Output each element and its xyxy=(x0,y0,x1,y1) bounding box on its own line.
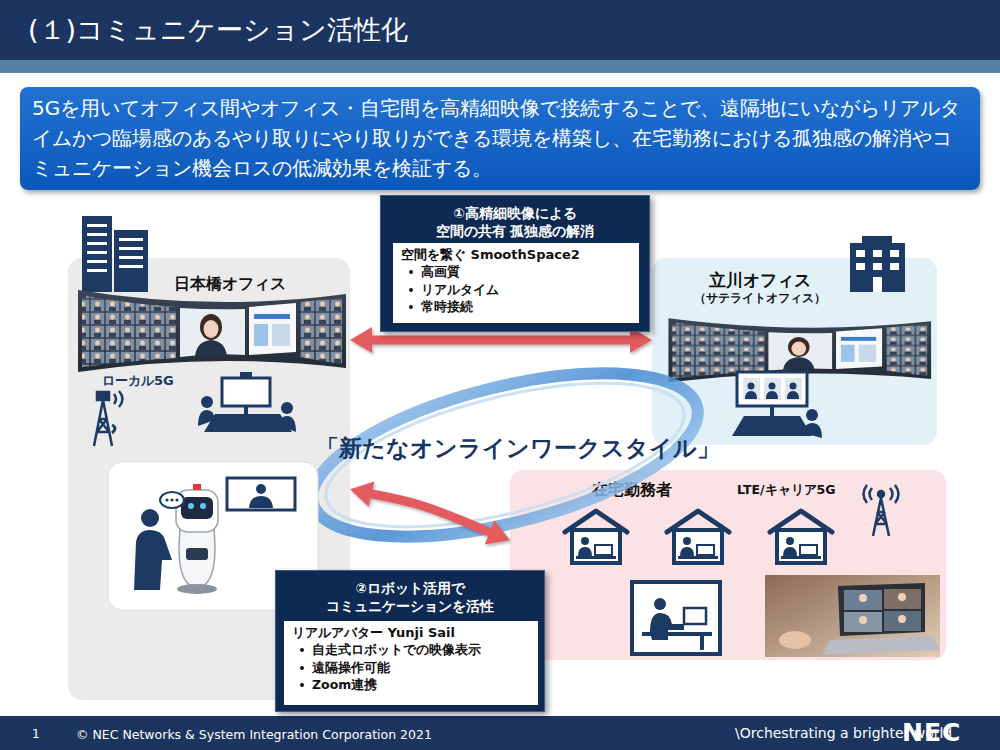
office-name: 日本橋オフィス xyxy=(174,274,286,295)
office-name: 立川オフィス xyxy=(680,269,840,292)
slide-title: (１)コミュニケーション活性化 xyxy=(28,12,408,48)
office-region: 立川オフィス（サテライトオフィス） xyxy=(652,258,937,445)
logo-text: NEC xyxy=(902,718,961,747)
arrow-head xyxy=(350,481,374,506)
footer-band xyxy=(0,716,1000,750)
copyright: © NEC Networks & System Integration Corp… xyxy=(76,727,432,742)
office-building xyxy=(856,250,865,257)
region-name: 在宅勤務者 xyxy=(592,480,672,501)
office-building xyxy=(862,236,892,244)
feature-item: Zoom連携 xyxy=(292,676,530,694)
arrow-head xyxy=(350,327,372,353)
office-building xyxy=(87,224,107,227)
office-building xyxy=(873,250,882,257)
header-stripe xyxy=(0,60,1000,73)
office-building xyxy=(119,238,143,241)
callout-box: ①高精細映像による 空間の共有 孤独感の解消空間を繋ぐ SmoothSpace2… xyxy=(380,195,650,332)
feature-item: 常時接続 xyxy=(401,298,631,316)
feature-item: 自走式ロボットでの映像表示 xyxy=(292,641,530,659)
page-number: 1 xyxy=(32,727,40,741)
feature-item: リアルタイム xyxy=(401,281,631,299)
office-building xyxy=(890,250,899,257)
double-arrow xyxy=(368,336,634,345)
office-building xyxy=(87,242,107,245)
connector-group xyxy=(350,481,510,544)
callout-box: ②ロボット活用で コミュニケーションを活性リアルアバター Yunji Sail自… xyxy=(275,570,545,712)
summary-text: 5Gを用いてオフィス間やオフィス・自宅間を高精細映像で接続することで、遠隔地にい… xyxy=(32,93,968,183)
home-region: 在宅勤務者 xyxy=(510,470,946,660)
feature-item: 遠隔操作可能 xyxy=(292,659,530,677)
product-name: 空間を繋ぐ SmoothSpace2 xyxy=(401,246,631,263)
concept-label: 「新たなオンラインワークスタイル」 xyxy=(316,433,720,464)
office-building xyxy=(87,233,107,236)
arrow-head xyxy=(485,520,510,544)
feature-box: リアルアバター Yunji Sail自走式ロボットでの映像表示遠隔操作可能Zoo… xyxy=(284,621,538,705)
product-name: リアルアバター Yunji Sail xyxy=(292,624,530,641)
network-label: LTE/キャリア5G xyxy=(737,482,835,499)
header-band xyxy=(0,0,1000,60)
summary-box: 5Gを用いてオフィス間やオフィス・自宅間を高精細映像で接続することで、遠隔地にい… xyxy=(20,87,980,190)
office-building xyxy=(87,251,107,254)
feature-box: 空間を繋ぐ SmoothSpace2高画質リアルタイム常時接続 xyxy=(393,243,639,323)
callout-heading: ②ロボット活用で コミュニケーションを活性 xyxy=(318,579,503,615)
network-label: ローカル5G xyxy=(102,372,174,390)
feature-item: 高画質 xyxy=(401,263,631,281)
callout-heading: ①高精細映像による 空間の共有 孤独感の解消 xyxy=(433,204,598,240)
office-building xyxy=(119,247,143,250)
double-arrow xyxy=(368,493,494,534)
office-subtitle: （サテライトオフィス） xyxy=(680,291,840,306)
